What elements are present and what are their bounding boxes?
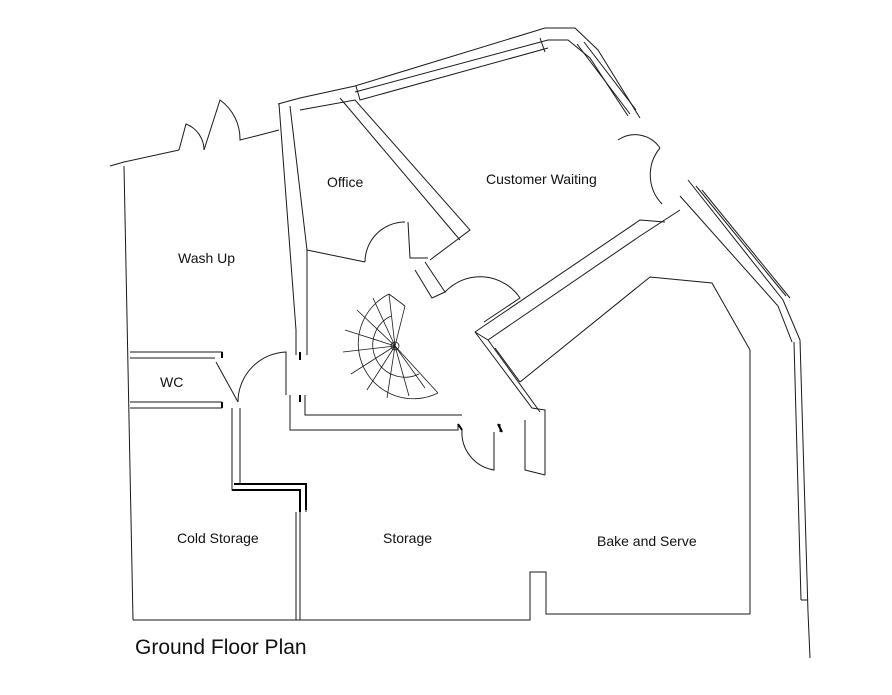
room-labels: Office Customer Waiting Wash Up WC Cold …: [160, 171, 697, 549]
interior-walls: [130, 97, 751, 620]
spiral-staircase: [342, 293, 439, 400]
plan-title: Ground Floor Plan: [135, 636, 307, 659]
room-label-bake-and-serve: Bake and Serve: [597, 533, 697, 549]
room-label-cold-storage: Cold Storage: [177, 530, 259, 546]
room-label-wash-up: Wash Up: [178, 250, 235, 266]
room-label-wc: WC: [160, 374, 183, 390]
room-label-customer-waiting: Customer Waiting: [486, 171, 597, 187]
doors: [178, 99, 663, 471]
room-label-office: Office: [327, 174, 364, 190]
outer-walls: [109, 27, 811, 659]
room-label-storage: Storage: [383, 530, 432, 546]
